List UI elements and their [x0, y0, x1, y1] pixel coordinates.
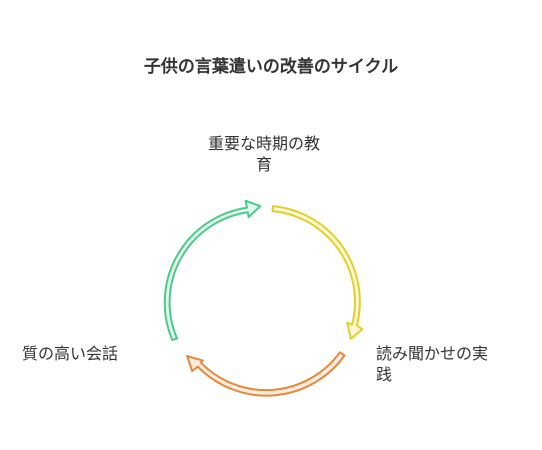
step-label-reading-line1: 読み聞かせの実 [376, 344, 489, 363]
step-label-education-line2: 育 [255, 155, 272, 174]
step-label-reading: 読み聞かせの実 践 [376, 343, 526, 385]
step-label-conversation: 質の高い会話 [22, 344, 119, 363]
step-label-education: 重要な時期の教 育 [186, 133, 342, 175]
arrow-conversation-to-education [163, 199, 262, 341]
step-label-reading-line2: 践 [376, 365, 393, 384]
diagram-title: 子供の言葉遣いの改善のサイクル [143, 57, 399, 77]
arrow-education-to-reading [271, 205, 364, 340]
step-label-education-line1: 重要な時期の教 [207, 134, 320, 153]
arrow-reading-to-conversation [186, 351, 346, 397]
